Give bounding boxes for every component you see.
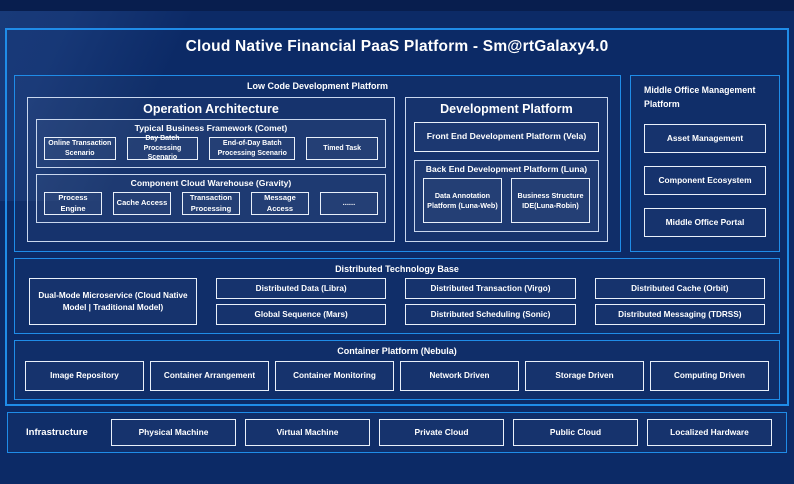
container-platform-items: Image Repository Container Arrangement C… xyxy=(15,356,779,399)
container-platform-nebula: Container Platform (Nebula) Image Reposi… xyxy=(14,340,780,400)
node-end-of-day-batch-processing-scenario: End-of-Day Batch Processing Scenario xyxy=(209,137,296,160)
distributed-grid: Dual-Mode Microservice (Cloud Native Mod… xyxy=(15,274,779,333)
typical-business-framework-title: Typical Business Framework (Comet) xyxy=(134,123,288,133)
low-code-label: Low Code Development Platform xyxy=(246,81,389,91)
node-data-annotation-platform-luna-web: Data Annotation Platform (Luna-Web) xyxy=(422,178,502,223)
low-code-development-platform: Low Code Development Platform Operation … xyxy=(14,75,621,252)
node-middle-office-portal: Middle Office Portal xyxy=(644,208,766,238)
node-physical-machine: Physical Machine xyxy=(111,419,236,446)
node-dual-mode-microservice: Dual-Mode Microservice (Cloud Native Mod… xyxy=(29,278,197,325)
middle-office-management-platform: Middle Office Management Platform Asset … xyxy=(630,75,780,252)
node-ellipsis: ...... xyxy=(319,192,378,215)
node-process-engine: Process Engine xyxy=(44,192,102,215)
node-day-batch-processing-scenario: Day Batch Processing Scenario xyxy=(126,135,199,161)
back-end-development-platform-title: Back End Development Platform (Luna) xyxy=(425,164,588,174)
node-timed-task: Timed Task xyxy=(306,137,378,160)
distributed-technology-base: Distributed Technology Base Dual-Mode Mi… xyxy=(14,258,780,334)
typical-business-framework-items: Online Transaction Scenario Day Batch Pr… xyxy=(37,135,385,167)
low-code-columns: Operation Architecture Typical Business … xyxy=(15,91,620,251)
node-virtual-machine: Virtual Machine xyxy=(245,419,370,446)
node-public-cloud: Public Cloud xyxy=(513,419,638,446)
middle-office-label: Middle Office Management Platform xyxy=(644,85,756,109)
development-platform-title: Development Platform xyxy=(440,102,573,116)
typical-business-framework: Typical Business Framework (Comet) Onlin… xyxy=(36,119,386,168)
component-cloud-warehouse-title: Component Cloud Warehouse (Gravity) xyxy=(130,178,292,188)
node-distributed-transaction-virgo: Distributed Transaction (Virgo) xyxy=(405,278,576,299)
node-localized-hardware: Localized Hardware xyxy=(647,419,772,446)
node-online-transaction-scenario: Online Transaction Scenario xyxy=(44,137,116,160)
node-container-arrangement: Container Arrangement xyxy=(150,361,269,391)
node-distributed-cache-orbit: Distributed Cache (Orbit) xyxy=(594,278,765,299)
container-platform-label: Container Platform (Nebula) xyxy=(337,346,457,356)
node-global-sequence-mars: Global Sequence (Mars) xyxy=(216,304,387,325)
node-transaction-processing: Transaction Processing xyxy=(181,192,240,215)
node-component-ecosystem: Component Ecosystem xyxy=(644,166,766,196)
node-storage-driven: Storage Driven xyxy=(525,361,644,391)
infrastructure-label: Infrastructure xyxy=(26,427,88,438)
distributed-label: Distributed Technology Base xyxy=(335,264,459,274)
development-platform: Development Platform Front End Developme… xyxy=(404,97,608,242)
node-network-driven: Network Driven xyxy=(400,361,519,391)
node-business-structure-ide-luna-robin: Business Structure IDE(Luna-Robin) xyxy=(510,178,590,223)
node-image-repository: Image Repository xyxy=(25,361,144,391)
node-computing-driven: Computing Driven xyxy=(650,361,769,391)
node-message-access: Message Access xyxy=(250,192,309,215)
infrastructure-bar: Infrastructure Physical Machine Virtual … xyxy=(7,412,787,453)
node-front-end-development-platform-vela: Front End Development Platform (Vela) xyxy=(413,122,599,152)
node-asset-management: Asset Management xyxy=(644,124,766,154)
top-row: Low Code Development Platform Operation … xyxy=(14,75,780,252)
node-distributed-data-libra: Distributed Data (Libra) xyxy=(216,278,387,299)
operation-architecture-title: Operation Architecture xyxy=(143,102,279,116)
platform-frame: Cloud Native Financial PaaS Platform - S… xyxy=(5,28,789,406)
component-cloud-warehouse: Component Cloud Warehouse (Gravity) Proc… xyxy=(36,174,386,223)
back-end-items: Data Annotation Platform (Luna-Web) Busi… xyxy=(415,178,598,231)
middle-office-items: Asset Management Component Ecosystem Mid… xyxy=(644,124,766,238)
node-distributed-scheduling-sonic: Distributed Scheduling (Sonic) xyxy=(405,304,576,325)
back-end-development-platform: Back End Development Platform (Luna) Dat… xyxy=(413,160,599,232)
node-private-cloud: Private Cloud xyxy=(379,419,504,446)
component-cloud-warehouse-items: Process Engine Cache Access Transaction … xyxy=(37,192,385,222)
operation-architecture: Operation Architecture Typical Business … xyxy=(27,97,395,242)
node-cache-access: Cache Access xyxy=(112,192,171,215)
node-distributed-messaging-tdrss: Distributed Messaging (TDRSS) xyxy=(594,304,765,325)
page-title: Cloud Native Financial PaaS Platform - S… xyxy=(185,38,609,55)
node-container-monitoring: Container Monitoring xyxy=(275,361,394,391)
